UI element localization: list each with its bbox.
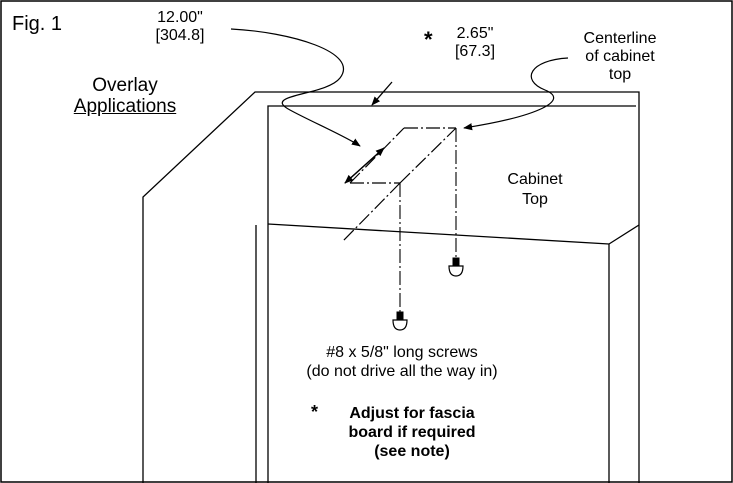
cabinet-top-line1: Cabinet [507,171,563,188]
note-line3: (see note) [374,443,450,461]
leader-centerline [463,57,569,131]
cabinet-inner-back-edge [267,105,636,483]
dimension-width-label: 2.65" [67.3] [444,25,506,61]
figure-label: Fig. 1 [12,13,63,35]
dim-width-asterisk: * [424,27,433,52]
dimension-length-label: 12.00" [304.8] [139,9,221,45]
dim-width-mm: [67.3] [454,42,496,60]
dim-width-inches: 2.65" [456,25,494,42]
screw-left [392,311,408,331]
cabinet-front-edge [267,223,610,245]
note-asterisk: * [311,402,319,422]
screws-line1: #8 x 5/8" long screws [326,344,478,361]
note-line1: Adjust for fascia [349,405,475,422]
dim-length-mm: [304.8] [155,26,205,44]
application-label: Overlay Applications [50,75,200,118]
dim-width-arrow [371,81,393,106]
cabinet-right-front-panel [608,224,640,483]
dim-length-arrow-back [344,147,385,184]
application-line2: Applications [73,95,177,117]
cabinet-outer-outline [142,91,640,483]
note-label: Adjust for fascia board if required (see… [322,404,502,462]
centerline-label: Centerline of cabinet top [570,30,670,84]
leader-length [230,28,361,147]
centerline-line1: Centerline [583,30,657,47]
dim-length-inches: 12.00" [157,9,203,26]
cabinet [142,91,640,483]
cabinet-top-line2: Top [522,191,548,208]
application-line1: Overlay [92,75,158,96]
bracket-footprint [341,127,457,243]
centerline-line2: of cabinet [585,47,655,65]
screw-right [448,257,464,277]
screws-line2: (do not drive all the way in) [306,363,498,381]
centerline-line3: top [608,65,632,83]
note-line2: board if required [348,424,476,442]
screws-label: #8 x 5/8" long screws (do not drive all … [282,343,522,381]
cabinet-top-label: Cabinet Top [490,170,580,210]
